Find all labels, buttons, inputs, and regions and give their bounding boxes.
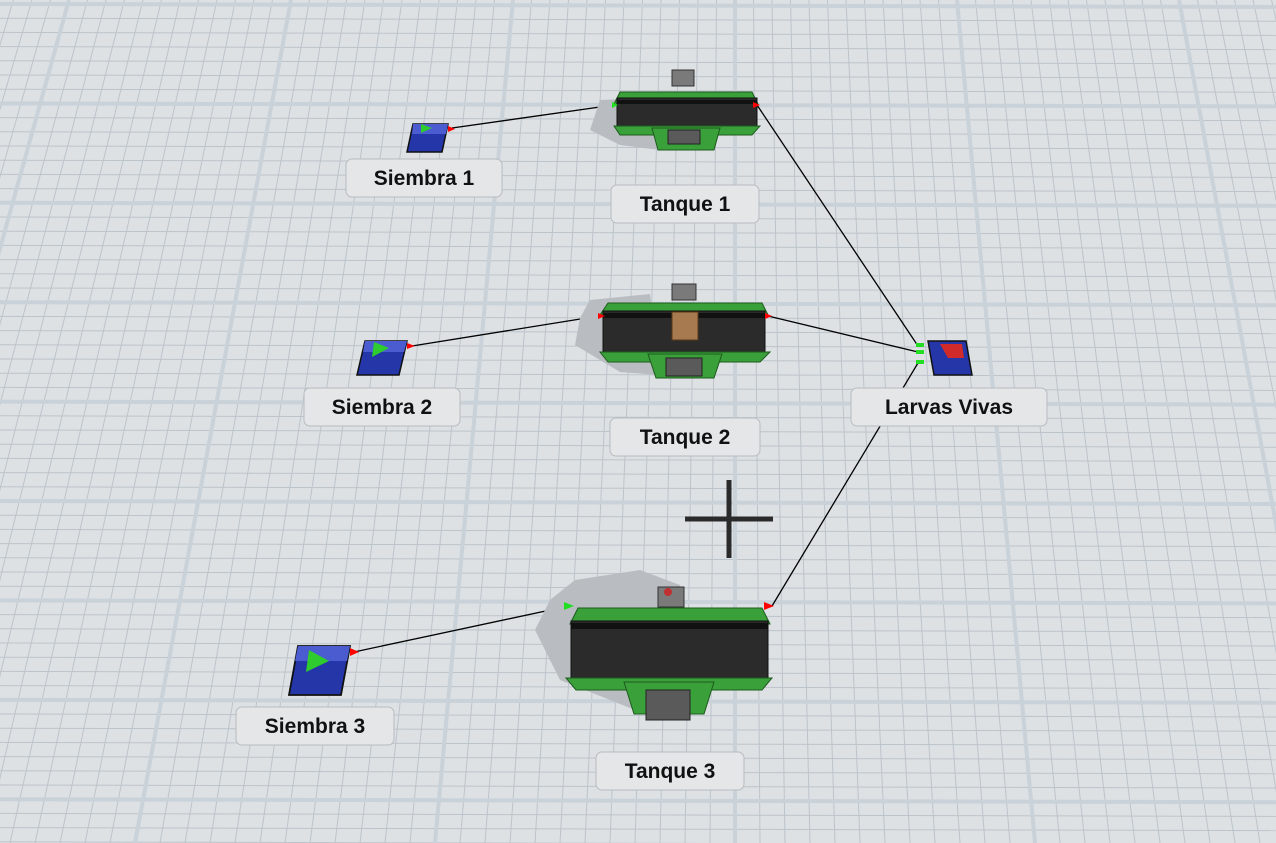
processor-tanque-1[interactable] <box>590 69 762 151</box>
source-arrow-icon <box>372 342 389 357</box>
source-siembra-2[interactable] <box>356 340 415 376</box>
label-larvas-vivas-text: Larvas Vivas <box>885 396 1013 419</box>
source-siembra-3[interactable] <box>287 645 359 696</box>
label-siembra-2-text: Siembra 2 <box>332 396 432 419</box>
source-arrow-icon <box>306 650 329 672</box>
source-arrow-icon <box>421 124 432 133</box>
source-siembra-1[interactable] <box>406 123 455 153</box>
label-tanque-3-text: Tanque 3 <box>625 760 716 783</box>
processor-tanque-3[interactable] <box>535 570 774 721</box>
connector-tanque1-sink <box>756 104 919 347</box>
connector-siembra1-tanque1 <box>451 104 615 129</box>
label-tanque-3: Tanque 3 <box>595 751 745 791</box>
label-tanque-1-text: Tanque 1 <box>640 193 731 216</box>
connector-siembra2-tanque2 <box>411 315 600 347</box>
label-siembra-3-text: Siembra 3 <box>265 715 365 738</box>
label-tanque-2-text: Tanque 2 <box>640 426 731 449</box>
connector-tanque2-sink <box>767 315 919 353</box>
label-tanque-2: Tanque 2 <box>609 417 761 457</box>
label-larvas-vivas: Larvas Vivas <box>850 387 1048 427</box>
processor-tanque-2[interactable] <box>575 283 772 379</box>
label-siembra-2: Siembra 2 <box>303 387 461 427</box>
label-siembra-1: Siembra 1 <box>345 158 503 198</box>
crosshair-icon <box>685 480 773 558</box>
label-siembra-3: Siembra 3 <box>235 706 395 746</box>
sink-larvas-vivas[interactable] <box>916 340 973 376</box>
connector-siembra3-tanque3 <box>353 605 570 653</box>
sink-icon <box>940 344 964 358</box>
label-siembra-1-text: Siembra 1 <box>374 167 475 190</box>
label-tanque-1: Tanque 1 <box>610 184 760 224</box>
